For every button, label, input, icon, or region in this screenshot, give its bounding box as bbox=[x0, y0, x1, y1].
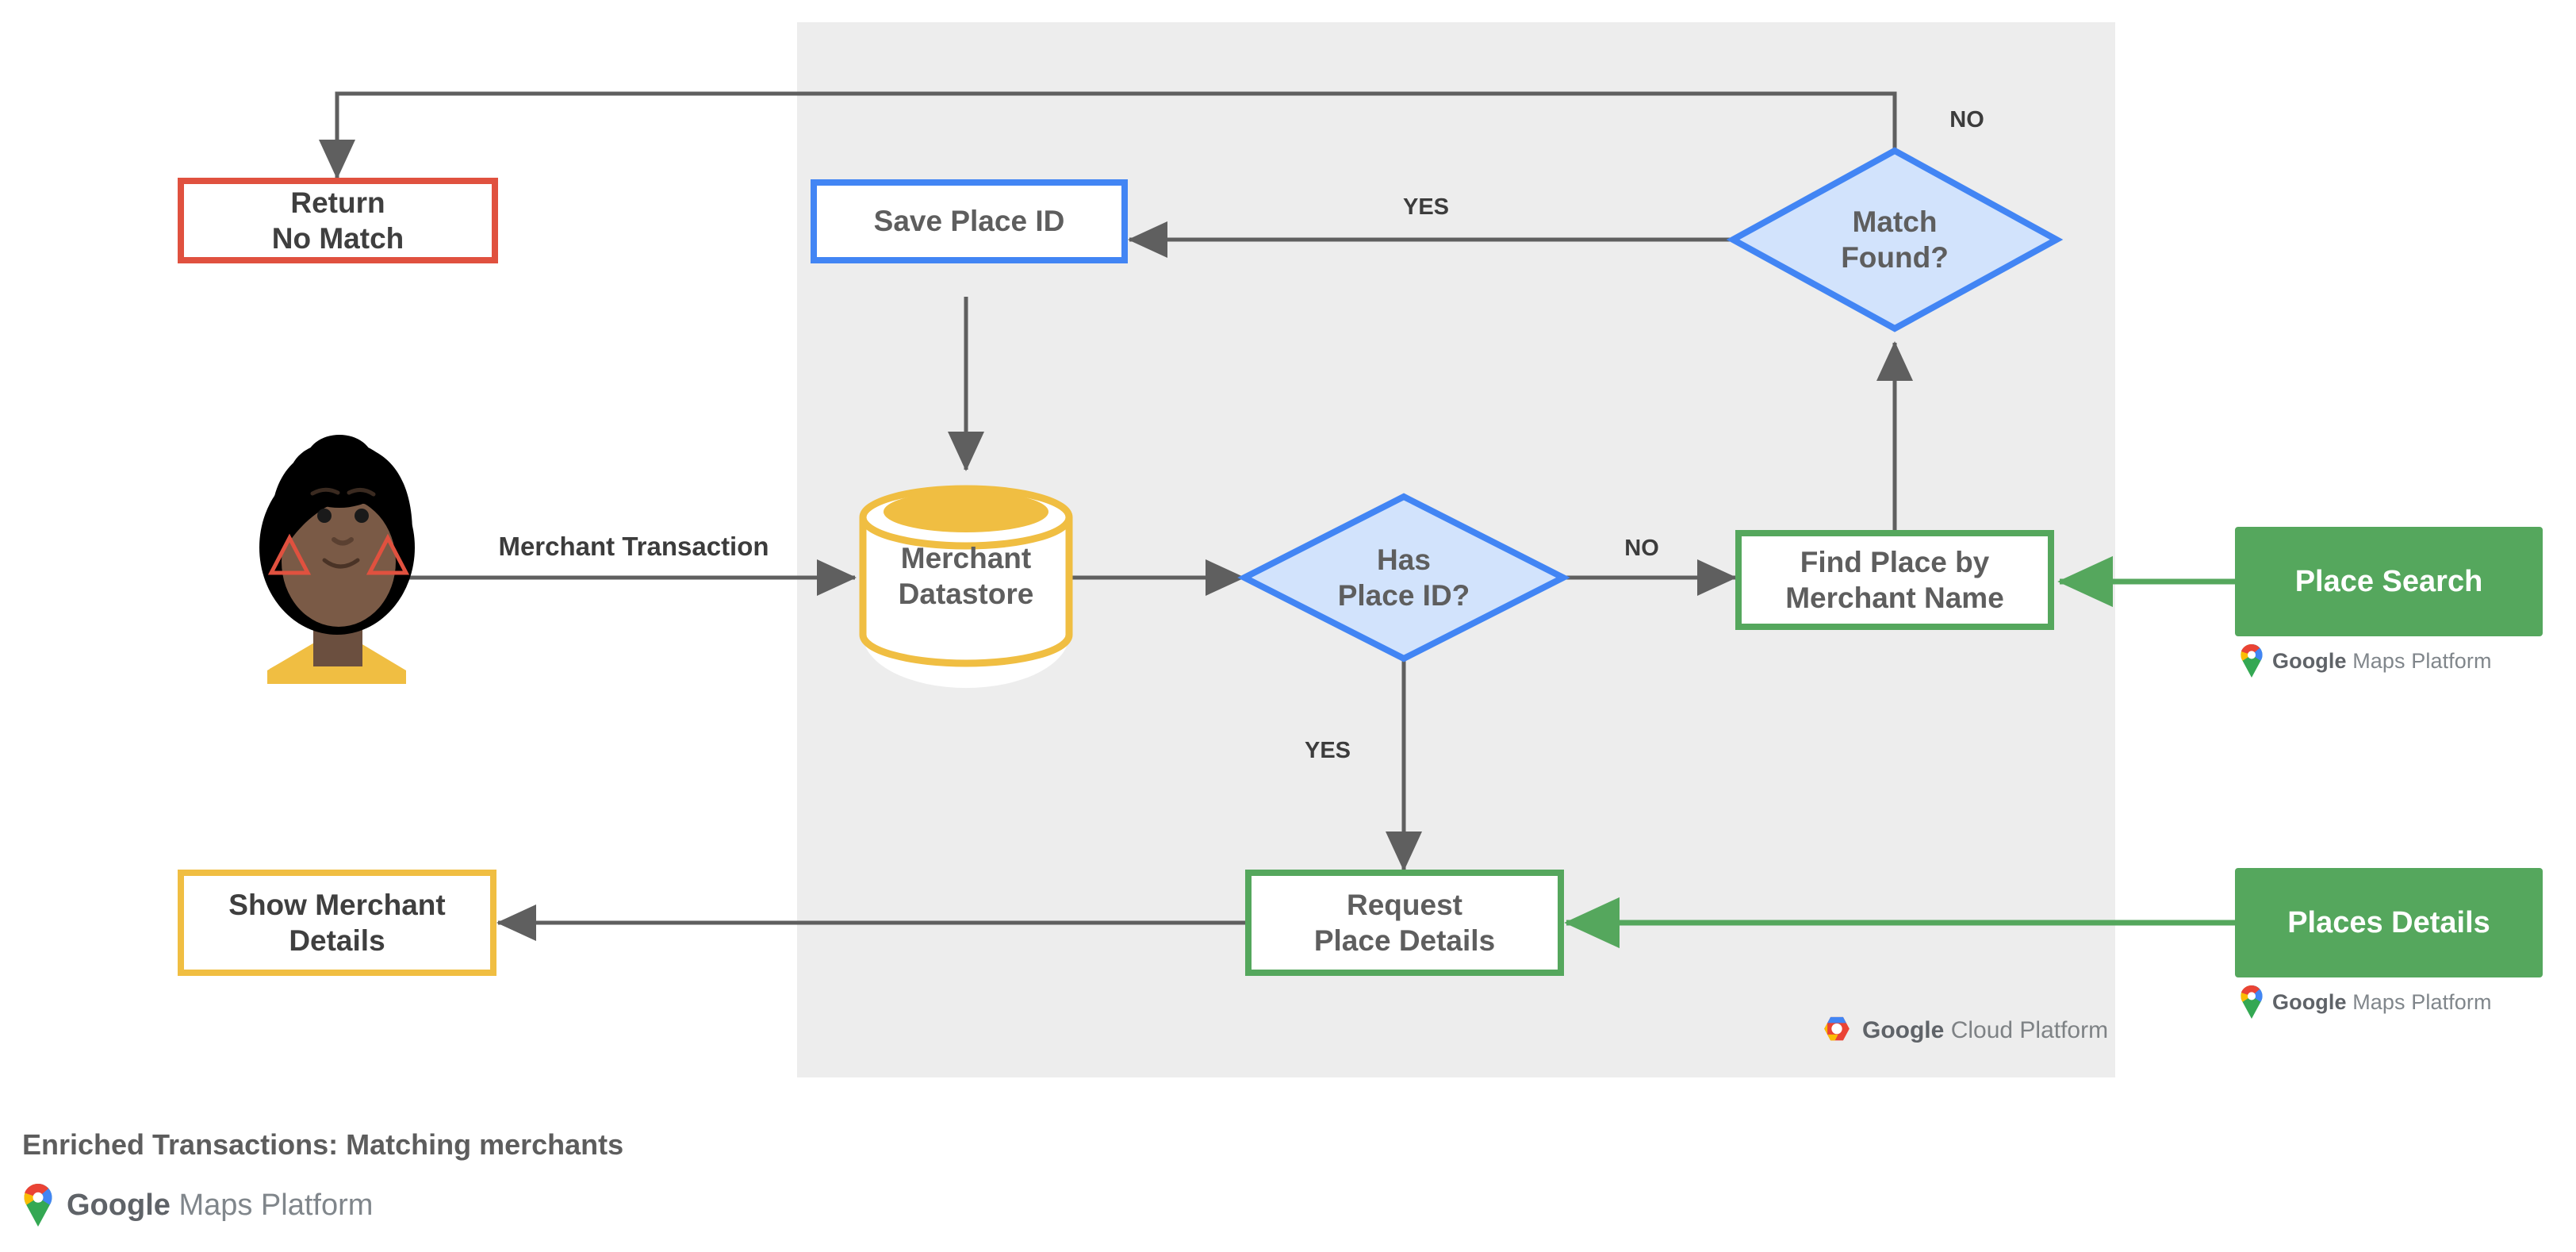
node-find-place-by-merchant-name-label: Find Place by Merchant Name bbox=[1785, 545, 2004, 614]
node-show-merchant-details bbox=[178, 870, 496, 976]
node-merchant-datastore-label: Merchant Datastore bbox=[898, 541, 1034, 610]
places-details-attribution: Google Maps Platform bbox=[2238, 985, 2492, 1019]
node-save-place-id bbox=[811, 179, 1128, 263]
google-cloud-platform-attribution-text: Google Cloud Platform bbox=[1862, 1017, 2109, 1043]
node-places-details-label: Places Details bbox=[2287, 905, 2490, 939]
node-places-details bbox=[2235, 868, 2543, 977]
place-search-attribution-text: Google Maps Platform bbox=[2272, 648, 2492, 673]
node-return-no-match bbox=[178, 178, 498, 263]
node-has-place-id bbox=[1237, 493, 1570, 662]
google-maps-pin-icon bbox=[2241, 644, 2263, 678]
node-save-place-id-label: Save Place ID bbox=[873, 205, 1065, 238]
google-maps-pin-icon bbox=[2241, 985, 2263, 1019]
footer-google-maps-platform-attribution: Google Maps Platform bbox=[21, 1184, 373, 1227]
footer-attribution-text: Google Maps Platform bbox=[67, 1188, 374, 1222]
node-match-found bbox=[1726, 147, 2064, 332]
node-show-merchant-details-label: Show Merchant Details bbox=[228, 888, 446, 957]
edge-label-merchant-transaction: Merchant Transaction bbox=[498, 532, 769, 561]
node-match-found-label: Match Found? bbox=[1841, 205, 1949, 274]
google-cloud-hexagon-icon bbox=[1824, 1016, 1850, 1041]
node-place-search bbox=[2235, 527, 2543, 636]
user-avatar-illustration bbox=[259, 435, 415, 684]
edge-label-no-has-place-id: NO bbox=[1624, 536, 1659, 561]
node-place-search-label: Place Search bbox=[2294, 564, 2483, 598]
google-maps-pin-icon bbox=[24, 1184, 52, 1227]
node-return-no-match-label: Return No Match bbox=[271, 186, 404, 255]
edge-label-yes-match-found: YES bbox=[1402, 194, 1450, 220]
place-search-attribution: Google Maps Platform bbox=[2238, 644, 2492, 678]
page-caption: Enriched Transactions: Matching merchant… bbox=[22, 1128, 624, 1161]
node-has-place-id-label: Has Place ID? bbox=[1337, 543, 1470, 612]
node-merchant-datastore bbox=[859, 485, 1073, 689]
node-find-place-by-merchant-name bbox=[1735, 530, 2054, 630]
places-details-attribution-text: Google Maps Platform bbox=[2272, 989, 2492, 1014]
edge-label-no-match-found: NO bbox=[1949, 107, 1984, 132]
node-request-place-details-label: Request Place Details bbox=[1313, 888, 1496, 957]
node-request-place-details bbox=[1245, 870, 1564, 976]
edge-label-yes-has-place-id: YES bbox=[1304, 738, 1351, 763]
edge-no-match-to-return bbox=[319, 91, 1897, 179]
google-cloud-platform-attribution: Google Cloud Platform bbox=[1820, 1016, 2108, 1046]
